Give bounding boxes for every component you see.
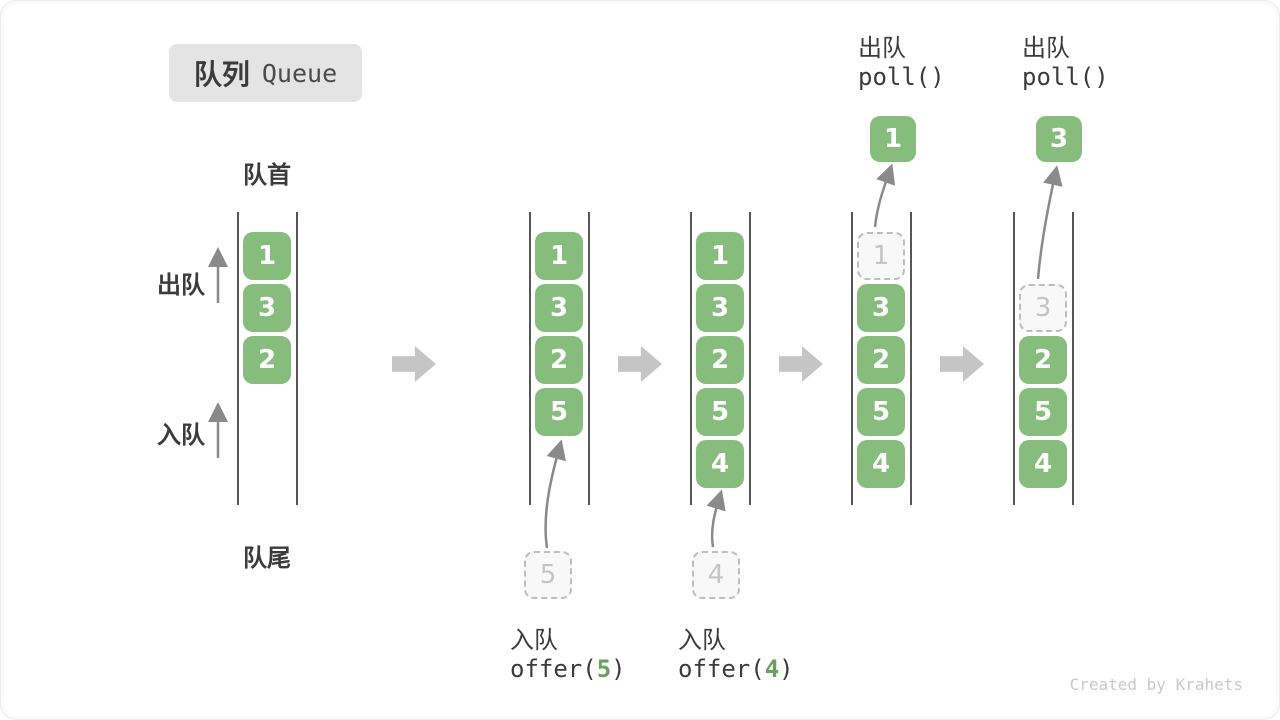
dequeue-op-code: poll() (1022, 63, 1109, 91)
enqueue-op-label: 入队 (678, 626, 726, 654)
queue-item: 5 (696, 388, 744, 436)
queue-item: 5 (535, 388, 583, 436)
queue-channel-5 (1013, 212, 1074, 505)
right-block-arrow-icon (392, 346, 436, 382)
queue-item: 2 (243, 336, 291, 384)
enqueue-op-label: 入队 (510, 626, 558, 654)
watermark: Created by Krahets (1069, 675, 1243, 694)
code-fn: offer( (510, 655, 597, 683)
queue-item-ghost: 1 (857, 232, 905, 280)
enqueue-side-label: 入队 (157, 421, 205, 449)
queue-item: 4 (1019, 440, 1067, 488)
queue-item: 3 (857, 284, 905, 332)
queue-item: 5 (1019, 388, 1067, 436)
queue-item: 4 (696, 440, 744, 488)
code-close: ) (779, 655, 794, 683)
queue-item: 3 (243, 284, 291, 332)
dequeue-op-code: poll() (858, 63, 945, 91)
code-close: ) (611, 655, 626, 683)
dequeue-op-label: 出队 (858, 34, 906, 62)
enqueue-op-code: offer(4) (678, 655, 794, 683)
queue-item: 2 (696, 336, 744, 384)
right-block-arrow-icon (940, 346, 984, 382)
dequeue-result-box: 3 (1036, 116, 1082, 162)
queue-channel-2 (529, 212, 590, 505)
queue-channel-3 (690, 212, 751, 505)
queue-item: 2 (1019, 336, 1067, 384)
enqueue-op-code: offer(5) (510, 655, 626, 683)
right-block-arrow-icon (779, 346, 823, 382)
title-badge: 队列 Queue (169, 44, 362, 102)
queue-front-label: 队首 (243, 161, 291, 189)
dequeue-side-label: 出队 (157, 271, 205, 299)
code-arg: 4 (764, 655, 780, 683)
queue-channel-1 (237, 212, 298, 505)
queue-rear-label: 队尾 (243, 544, 291, 572)
queue-item: 5 (857, 388, 905, 436)
title-en: Queue (261, 58, 338, 88)
queue-item-ghost: 3 (1019, 284, 1067, 332)
title-zh: 队列 (193, 58, 250, 91)
code-arg: 5 (596, 655, 612, 683)
queue-item: 1 (696, 232, 744, 280)
enqueue-pending-box: 5 (524, 551, 572, 599)
queue-item: 1 (535, 232, 583, 280)
queue-item: 1 (243, 232, 291, 280)
dequeue-op-label: 出队 (1022, 34, 1070, 62)
enqueue-pending-box: 4 (692, 551, 740, 599)
dequeue-result-box: 1 (870, 116, 916, 162)
queue-item: 2 (535, 336, 583, 384)
queue-item: 3 (696, 284, 744, 332)
right-block-arrow-icon (618, 346, 662, 382)
queue-channel-4 (851, 212, 912, 505)
queue-item: 4 (857, 440, 905, 488)
queue-item: 3 (535, 284, 583, 332)
queue-item: 2 (857, 336, 905, 384)
enqueue-curved-arrow-icon (706, 489, 726, 548)
code-fn: offer( (678, 655, 765, 683)
